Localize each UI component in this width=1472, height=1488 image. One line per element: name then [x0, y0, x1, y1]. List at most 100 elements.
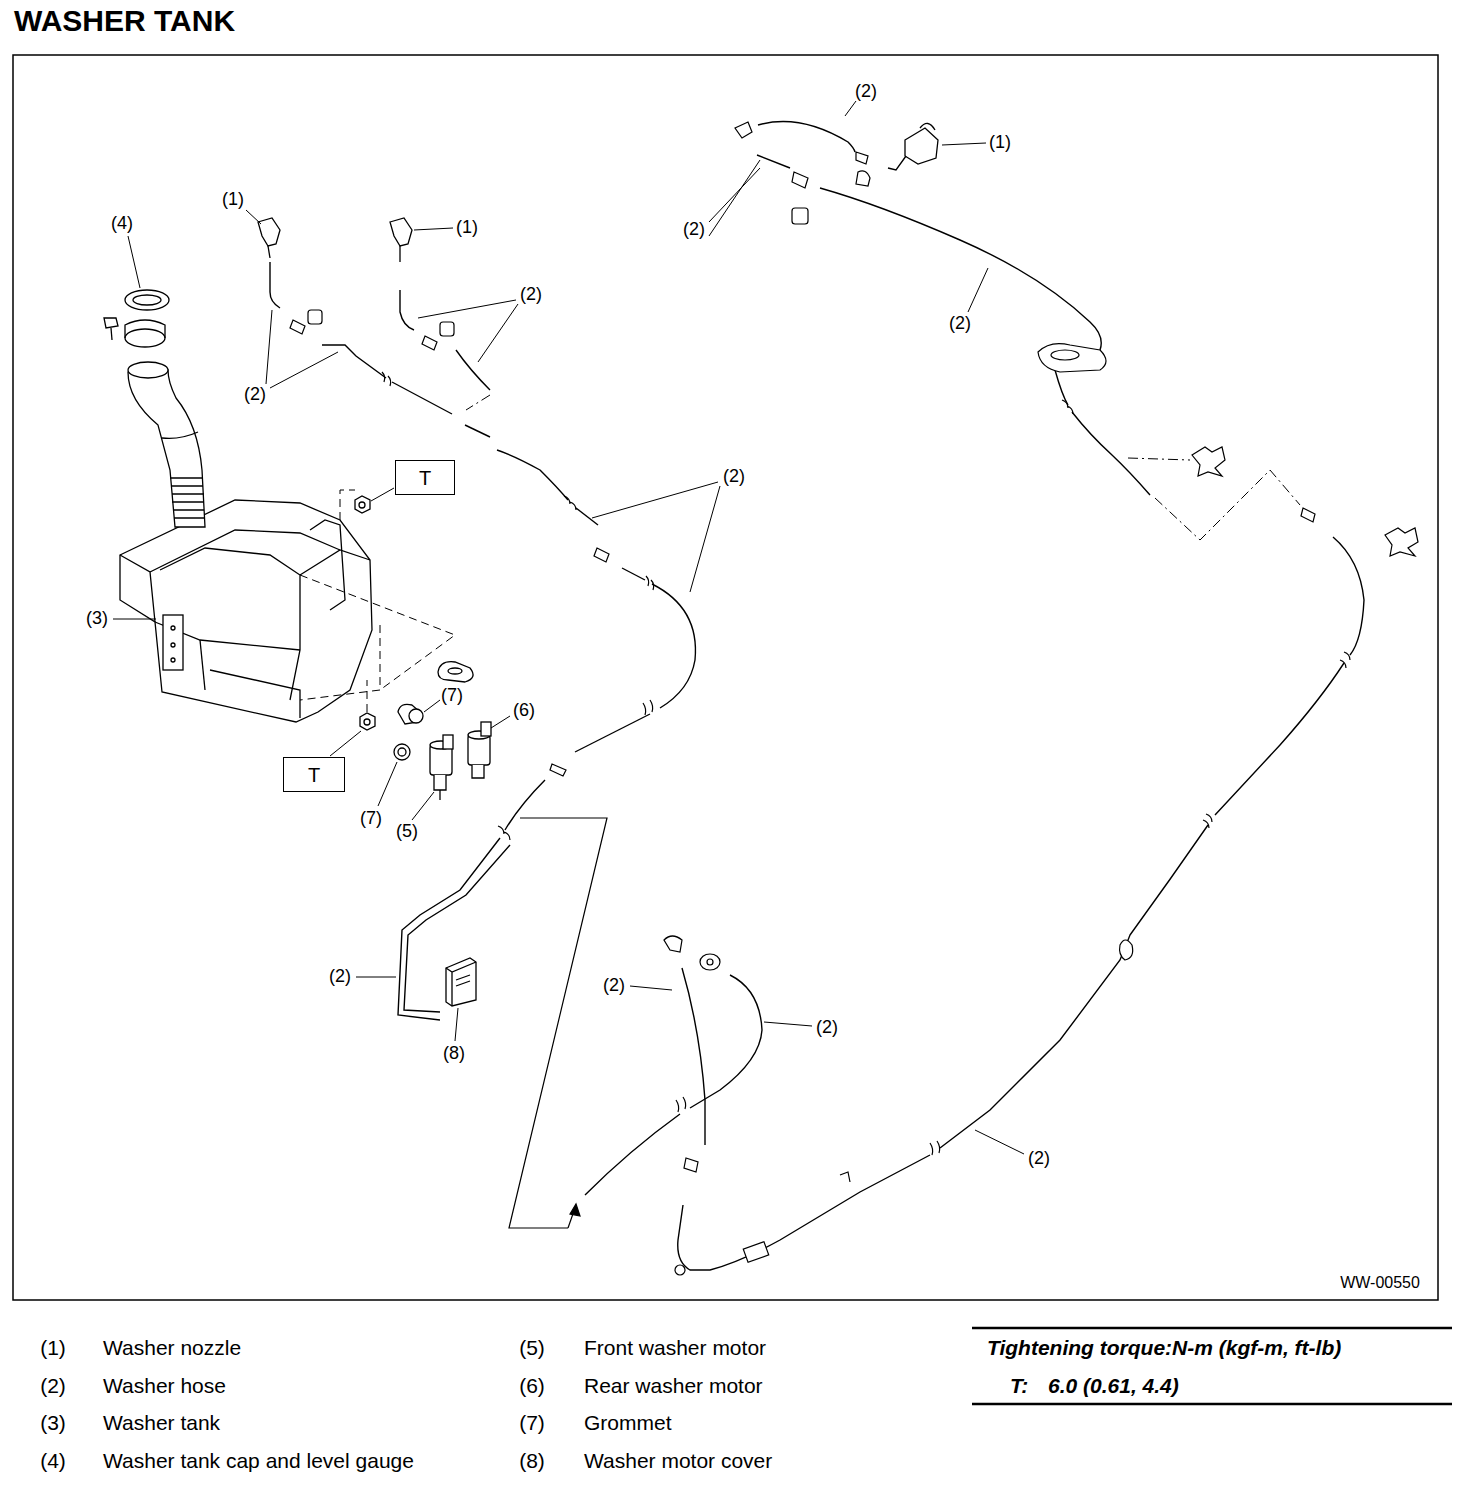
assembly-dashes — [300, 625, 380, 700]
washer-hoses — [652, 584, 695, 708]
washer-tank — [171, 658, 175, 662]
hose-fittings — [840, 1172, 850, 1182]
washer-motors — [472, 765, 484, 778]
leader-lines — [455, 1008, 458, 1041]
hose-fittings — [290, 320, 305, 334]
callout-number: (6) — [513, 701, 535, 721]
washer-tank — [160, 548, 300, 700]
bolts — [355, 496, 370, 513]
frame — [13, 55, 1438, 1300]
washer-tank — [120, 500, 372, 722]
washer-nozzles — [258, 218, 280, 246]
motor-cover — [446, 962, 476, 1006]
leader-lines — [330, 731, 361, 756]
part-name: Rear washer motor — [584, 1374, 763, 1397]
washer-nozzles — [390, 218, 412, 246]
assembly-dashes — [367, 680, 368, 712]
torque-note: Tightening torque:N-m (kgf-m, ft-lb) — [987, 1336, 1341, 1359]
part-name: Washer tank — [103, 1411, 220, 1434]
part-name: Front washer motor — [584, 1336, 766, 1359]
hose-breaks — [1340, 652, 1350, 668]
leader-lines — [975, 1130, 1024, 1154]
hose-fittings — [707, 959, 713, 965]
legend-number: (2) — [40, 1374, 66, 1397]
torque-note: T: — [1010, 1374, 1028, 1397]
hose-fittings — [440, 322, 454, 336]
part-name: Washer motor cover — [584, 1449, 772, 1472]
washer-motors — [434, 775, 446, 790]
washer-nozzles — [268, 246, 270, 258]
callout-number: (4) — [111, 214, 133, 234]
washer-hoses — [940, 825, 1208, 1148]
washer-tank — [150, 530, 340, 572]
hose-breaks — [564, 496, 576, 510]
hose-fittings — [1301, 508, 1315, 522]
callout-number: (2) — [520, 285, 542, 305]
washer-hoses — [456, 350, 490, 390]
part-name: Washer tank cap and level gauge — [103, 1449, 414, 1472]
legend-number: (3) — [40, 1411, 66, 1434]
washer-hoses — [270, 121, 1364, 1270]
washer-nozzles — [905, 128, 938, 164]
callout-number: (2) — [329, 967, 351, 987]
hose-breaks — [676, 1097, 686, 1112]
routing-dashes — [1128, 458, 1190, 460]
hose-fittings — [290, 122, 1418, 1275]
washer-tank — [120, 500, 372, 722]
callout-number: (2) — [723, 467, 745, 487]
washer-motors — [409, 709, 423, 723]
leader-lines — [845, 101, 856, 116]
washer-hoses — [690, 975, 762, 1108]
hose-breaks — [382, 372, 1350, 1155]
filler-neck — [170, 478, 205, 518]
torque-note: 6.0 (0.61, 4.4) — [1048, 1374, 1179, 1397]
washer-hoses — [1072, 412, 1150, 495]
motor-cover — [446, 958, 476, 1006]
routing-dashes — [466, 395, 490, 410]
legend-number: (5) — [519, 1336, 545, 1359]
washer-hoses — [1215, 663, 1344, 815]
washer-tank — [171, 643, 175, 647]
motor-cover — [446, 958, 476, 1006]
washer-hoses — [392, 382, 452, 414]
hose-fittings — [735, 122, 752, 138]
page-title: WASHER TANK — [14, 4, 235, 37]
washer-tank — [200, 640, 205, 690]
legend-number: (8) — [519, 1449, 545, 1472]
hose-fittings — [308, 310, 322, 324]
washer-hoses — [497, 450, 568, 500]
washer-hoses — [404, 845, 510, 1012]
hose-fittings — [594, 548, 609, 562]
clip — [448, 668, 462, 674]
callout-number: (7) — [441, 686, 463, 706]
washer-hoses — [576, 508, 598, 525]
washer-hoses — [622, 568, 645, 580]
legend-number: (7) — [519, 1411, 545, 1434]
washer-nozzles — [888, 156, 906, 170]
leader-lines — [378, 762, 397, 806]
hose-fittings — [792, 208, 808, 224]
washer-hoses — [585, 1114, 680, 1195]
hose-fittings — [1038, 344, 1106, 372]
leader-lines — [630, 986, 672, 990]
torque-mark: T — [308, 764, 320, 786]
clip — [438, 662, 473, 682]
leader-lines — [266, 310, 338, 388]
hose-breaks — [382, 372, 391, 386]
leader-lines — [592, 482, 720, 592]
callout-number: (2) — [244, 385, 266, 405]
washer-hoses — [270, 262, 280, 308]
torque-rules — [972, 1403, 1452, 1406]
washer-motors — [481, 722, 491, 736]
hose-fittings — [700, 954, 720, 970]
washer-nozzles — [920, 123, 935, 130]
leader-lines — [424, 700, 440, 712]
hose-fittings — [1385, 528, 1418, 556]
tank-cap — [125, 320, 165, 338]
hose-breaks — [1203, 814, 1212, 828]
washer-hoses — [1333, 537, 1364, 655]
washer-motors — [443, 735, 453, 749]
clip — [438, 662, 473, 682]
detail-pointer — [509, 818, 607, 1228]
